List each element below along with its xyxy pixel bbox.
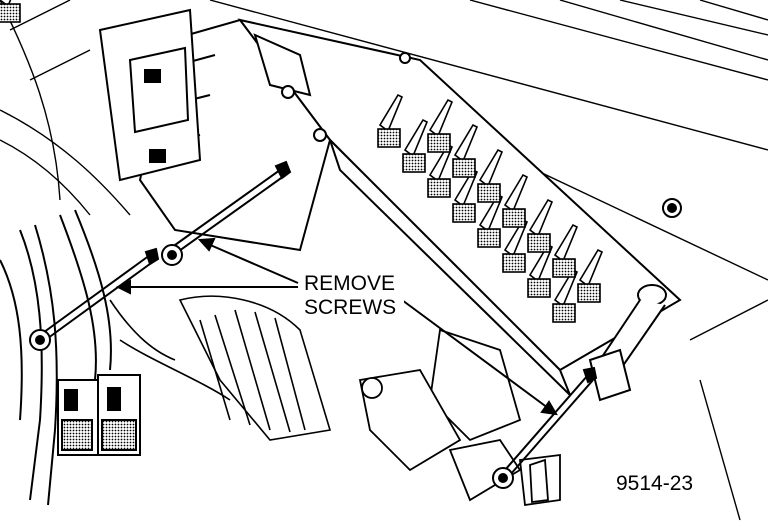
control-module	[98, 8, 682, 402]
callout-label-line1: REMOVE	[304, 272, 395, 295]
cooling-fins	[0, 0, 603, 323]
screw-lower-left	[29, 247, 160, 351]
callout-label-background	[300, 265, 404, 321]
screw-upper-left	[161, 160, 292, 266]
callout-arrows	[115, 237, 558, 416]
wiring-harness	[0, 209, 112, 506]
engine-bracket	[109, 295, 332, 441]
callout-label-line2: SCREWS	[304, 296, 396, 319]
wire-connector	[57, 374, 141, 456]
screw-right	[492, 366, 598, 489]
figure-number: 9514-23	[616, 472, 693, 495]
mounting-bracket	[358, 328, 561, 507]
